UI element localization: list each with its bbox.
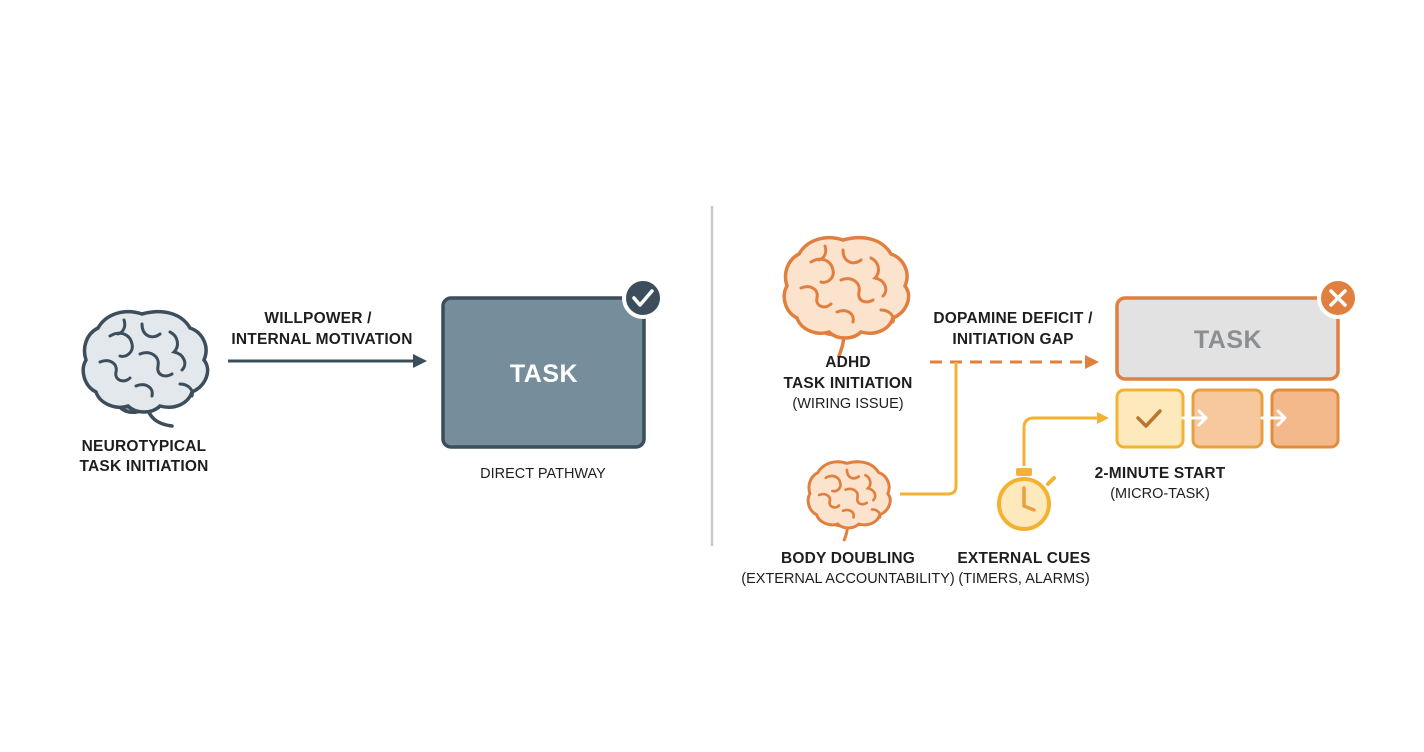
- micro-step-1: [1115, 388, 1185, 449]
- neurotypical-label-line1: NEUROTYPICAL: [82, 438, 207, 455]
- adhd-label-line2: TASK INITIATION: [784, 375, 913, 392]
- external-cues-connector: [1022, 412, 1109, 466]
- neurotypical-panel: NEUROTYPICAL TASK INITIATION WILLPOWER /…: [80, 277, 664, 482]
- adhd-task-label: TASK: [1194, 326, 1262, 354]
- micro-step-arrows: [1181, 409, 1287, 427]
- micro-task-steps: [1115, 388, 1340, 449]
- willpower-label-line1: WILLPOWER /: [264, 310, 372, 327]
- adhd-task-box: [1115, 296, 1340, 381]
- dopamine-label-line1: DOPAMINE DEFICIT /: [933, 310, 1093, 327]
- adhd-panel: ADHD TASK INITIATION (WIRING ISSUE) DOPA…: [741, 235, 1359, 587]
- neurotypical-brain-icon: [81, 309, 210, 428]
- check-icon: [1136, 409, 1162, 428]
- direct-task-box: [441, 296, 646, 449]
- body-doubling-brain-icon: [806, 460, 892, 542]
- close-icon: [1317, 277, 1359, 319]
- adhd-label-line1: ADHD: [825, 354, 871, 371]
- micro-label-line2: (MICRO-TASK): [1110, 486, 1210, 502]
- adhd-brain-icon: [782, 235, 911, 358]
- body-doubling-label-line1: BODY DOUBLING: [781, 550, 915, 567]
- adhd-label-line3: (WIRING ISSUE): [792, 396, 903, 412]
- willpower-label-line2: INTERNAL MOTIVATION: [231, 331, 412, 348]
- dopamine-label-line2: INITIATION GAP: [952, 331, 1073, 348]
- body-doubling-connector: [900, 362, 958, 496]
- direct-task-label: TASK: [510, 360, 578, 388]
- stopwatch-icon: [997, 468, 1056, 531]
- micro-label-line1: 2-MINUTE START: [1095, 465, 1226, 482]
- body-doubling-label-line2: (EXTERNAL ACCOUNTABILITY): [741, 571, 955, 587]
- external-cues-label-line1: EXTERNAL CUES: [957, 550, 1090, 567]
- check-icon: [622, 277, 664, 319]
- external-cues-label-line2: (TIMERS, ALARMS): [958, 571, 1089, 587]
- neurotypical-label-line2: TASK INITIATION: [80, 458, 209, 475]
- direct-pathway-label: DIRECT PATHWAY: [480, 466, 606, 482]
